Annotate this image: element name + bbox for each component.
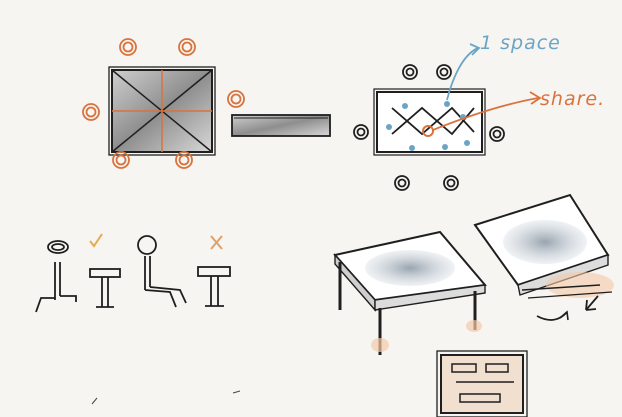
annotation-share-label: share. [540, 88, 605, 110]
bench-side-view [232, 115, 330, 136]
table-square-top-view [109, 67, 215, 155]
height-figure-good [36, 241, 120, 312]
height-figure-bad [138, 236, 230, 307]
cross-mark-icon [211, 236, 222, 249]
table-3d-left [335, 232, 485, 355]
table-3d-right [475, 195, 614, 298]
check-mark-icon [90, 234, 102, 246]
annotation-space-label: 1 space [480, 32, 561, 54]
console-block [437, 351, 527, 417]
table-shared-top-view [374, 89, 485, 155]
